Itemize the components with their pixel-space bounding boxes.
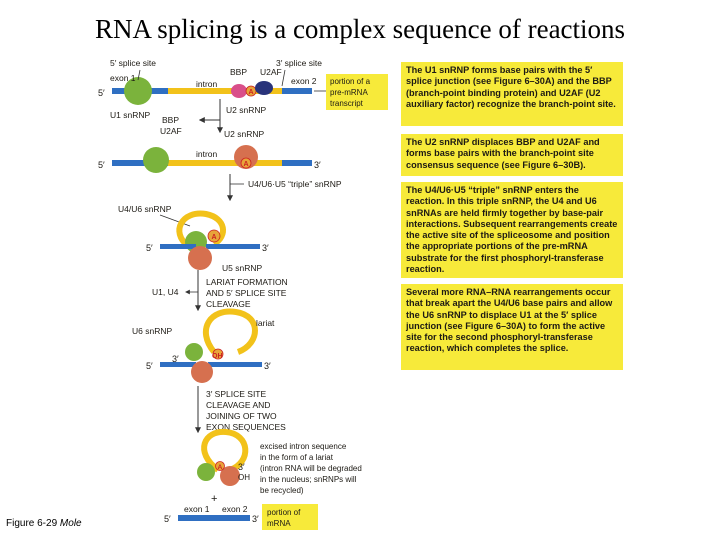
portion-mrna-box — [262, 504, 318, 530]
portion-premrna-box — [326, 74, 388, 110]
exon2-label: exon 2 — [291, 76, 317, 86]
u2-snrnp-entry-label: U2 snRNP — [226, 105, 266, 115]
excised-line1: excised intron sequence — [260, 442, 347, 451]
u2af-label: U2AF — [260, 67, 282, 77]
excised-line4: in the nucleus; snRNPs will — [260, 475, 357, 484]
excised-lariat — [201, 428, 249, 473]
lariat-formation-line1: LARIAT FORMATION — [206, 277, 288, 287]
step4-description: Several more RNA–RNA rearrangements occu… — [401, 284, 623, 370]
step3-description: The U4/U6·U5 “triple” snRNP enters the r… — [401, 182, 623, 278]
cleavage-line2: CLEAVAGE AND — [206, 400, 270, 410]
lariat-loop — [202, 308, 258, 355]
three-prime-label-4: 3′ — [264, 361, 271, 371]
exon1-label-final: exon 1 — [184, 504, 210, 514]
u2af-shape — [255, 81, 273, 95]
u6-snrnp-label: U6 snRNP — [132, 326, 172, 336]
plus-sign: + — [211, 493, 217, 505]
figure-number: Figure 6-29 — [6, 518, 58, 529]
u4u6-loop — [176, 210, 226, 249]
portion-premrna-line1: portion of a — [330, 77, 371, 86]
splice3-label: 3′ splice site — [276, 58, 322, 68]
step1-premrna: A 5′ splice site 3′ splice site exon 1 i… — [98, 58, 388, 136]
exon1-label: exon 1 — [110, 73, 136, 83]
excised-line3: (intron RNA will be degraded — [260, 464, 362, 473]
step4-lariat: U6 snRNP lariat OH 3′ 5′ 3′ 3′ SPLICE SI… — [132, 308, 286, 434]
portion-premrna-line2: pre-mRNA — [330, 88, 368, 97]
cleavage-line4: EXON SEQUENCES — [206, 422, 286, 432]
three-prime-label-5: 3′ — [238, 462, 245, 472]
lariat-label: lariat — [256, 318, 275, 328]
branch-a-label-3: A — [211, 234, 216, 241]
lariat-formation-line2: AND 5′ SPLICE SITE — [206, 288, 287, 298]
step5-products: A 3′ OH + excised intron sequence in the… — [164, 428, 362, 530]
branch-a-label-2: A — [243, 161, 248, 168]
branch-a-label-5: A — [218, 464, 223, 471]
five-prime-label-6: 5′ — [164, 514, 171, 524]
three-prime-label-3: 3′ — [262, 243, 269, 253]
three-prime-label-6: 3′ — [252, 514, 259, 524]
oh-label-1: OH — [212, 353, 223, 360]
intron-label-2: intron — [196, 149, 218, 159]
lariat-formation-line3: CLEAVAGE — [206, 299, 251, 309]
u1-snrnp-shape-2 — [143, 147, 169, 173]
portion-mrna-line1: portion of — [267, 508, 301, 517]
branch-a-label: A — [248, 89, 253, 96]
u1-snrnp-shape — [124, 77, 152, 105]
five-prime-label-3: 5′ — [146, 243, 153, 253]
bbp-out-label: BBP — [162, 115, 179, 125]
portion-mrna-line2: mRNA — [267, 519, 291, 528]
u4u6-snrnp-label: U4/U6 snRNP — [118, 204, 172, 214]
splice5-label: 5′ splice site — [110, 58, 156, 68]
step1-description: The U1 snRNP forms base pairs with the 5… — [401, 62, 623, 126]
bbp-shape — [231, 84, 247, 98]
excised-line2: in the form of a lariat — [260, 453, 334, 462]
mrna-bar — [178, 515, 250, 521]
three-prime-oh-label: 3′ — [172, 354, 179, 364]
portion-premrna-line3: transcript — [330, 99, 364, 108]
triple-snrnp-label: U4/U6·U5 “triple” snRNP — [248, 179, 342, 189]
figure-caption: Figure 6-29 Mole — [6, 518, 82, 529]
page-title: RNA splicing is a complex sequence of re… — [94, 14, 626, 44]
five-prime-label-2: 5′ — [98, 160, 105, 170]
excised-line5: be recycled) — [260, 486, 304, 495]
step2-u2-binding: U2 snRNP A intron 5′ 3′ U4/U6·U5 “triple… — [98, 129, 342, 202]
step2-description: The U2 snRNP displaces BBP and U2AF and … — [401, 134, 623, 176]
step3-triple: U4/U6 snRNP A 5′ 3′ U5 snRNP LARIAT FORM… — [118, 204, 288, 312]
five-prime-label: 5′ — [98, 88, 105, 98]
exon2-bar — [282, 88, 312, 94]
intron-bar — [168, 88, 282, 94]
u2-snrnp-label: U2 snRNP — [224, 129, 264, 139]
u5-snrnp-shape — [188, 246, 212, 270]
intron-label: intron — [196, 79, 218, 89]
u2-snrnp-shape — [234, 145, 258, 169]
u1-snrnp-label: U1 snRNP — [110, 110, 150, 120]
bbp-label: BBP — [230, 67, 247, 77]
figure-source: Mole — [59, 518, 82, 529]
three-prime-label-2: 3′ — [314, 160, 321, 170]
u2af-out-label: U2AF — [160, 126, 182, 136]
five-prime-label-4: 5′ — [146, 361, 153, 371]
u5-snrnp-label: U5 snRNP — [222, 263, 262, 273]
oh-label-2: OH — [238, 473, 250, 482]
cleavage-line1: 3′ SPLICE SITE — [206, 389, 267, 399]
exon2-label-final: exon 2 — [222, 504, 248, 514]
u1-u4-released-label: U1, U4 — [152, 287, 179, 297]
cleavage-line3: JOINING OF TWO — [206, 411, 277, 421]
